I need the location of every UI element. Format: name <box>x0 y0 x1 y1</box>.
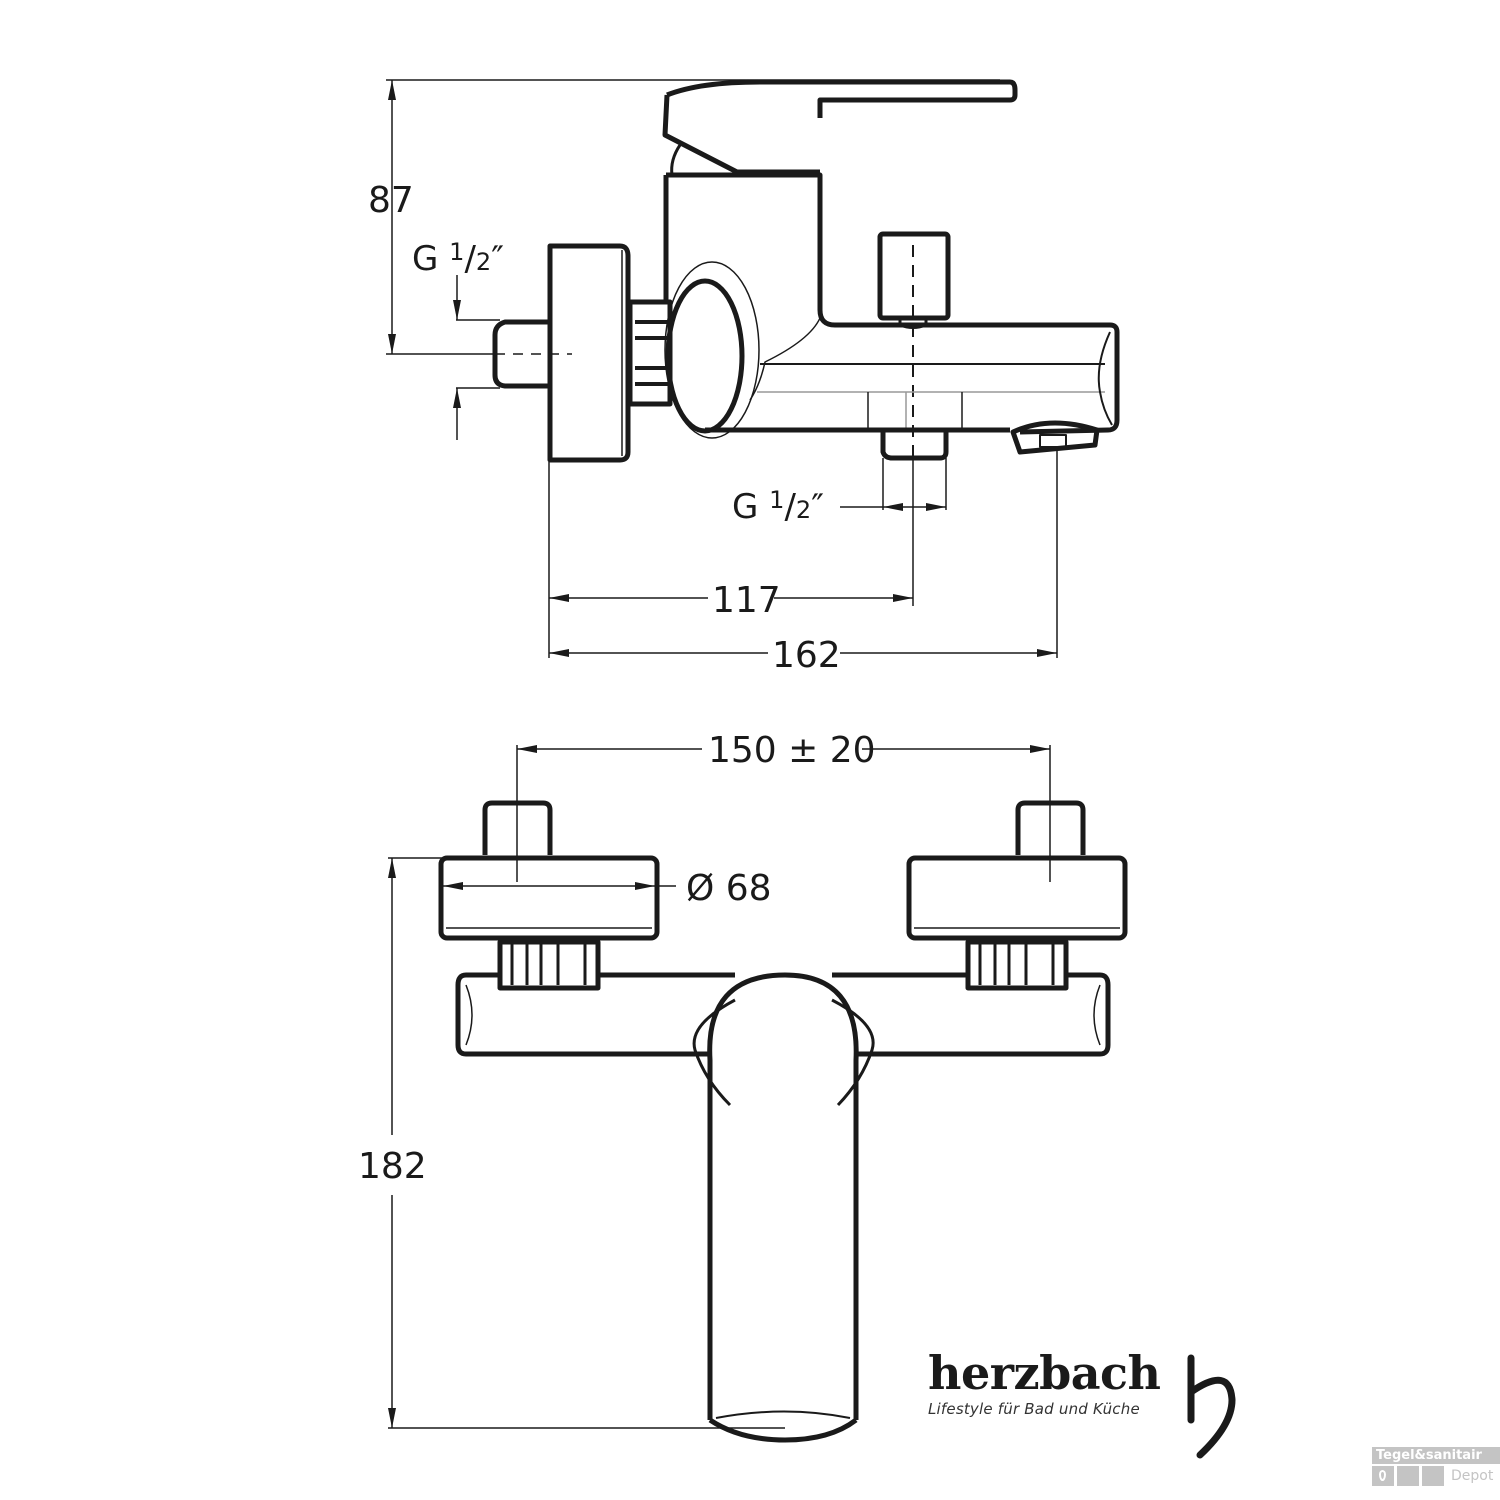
tile-square-icon <box>1397 1466 1419 1486</box>
brand-name: herzbach <box>928 1346 1161 1400</box>
brand-tagline: Lifestyle für Bad und Küche <box>928 1400 1140 1418</box>
dim-label-150: 150 ± 20 <box>708 730 876 771</box>
front-view <box>388 745 1128 1443</box>
herzbach-logo-icon <box>1187 1354 1236 1459</box>
watermark-line2: Depot <box>1451 1468 1494 1484</box>
dim-label-162: 162 <box>772 635 841 676</box>
side-view <box>386 79 1120 658</box>
thread-label-outlet: G 1/2″ <box>732 486 824 527</box>
water-drop-icon <box>1372 1466 1394 1486</box>
dim-label-diameter-68: Ø 68 <box>686 868 772 909</box>
dim-label-117: 117 <box>712 580 781 621</box>
dim-label-87: 87 <box>368 180 414 221</box>
dim-label-182: 182 <box>358 1146 427 1187</box>
brand-block: herzbach Lifestyle für Bad und Küche <box>928 1350 1161 1418</box>
watermark-logo: Tegel&sanitair Depot <box>1372 1447 1500 1486</box>
watermark-line1: Tegel&sanitair <box>1372 1447 1500 1464</box>
thread-label-inlet: G 1/2″ <box>412 238 504 279</box>
tile-square-icon <box>1422 1466 1444 1486</box>
